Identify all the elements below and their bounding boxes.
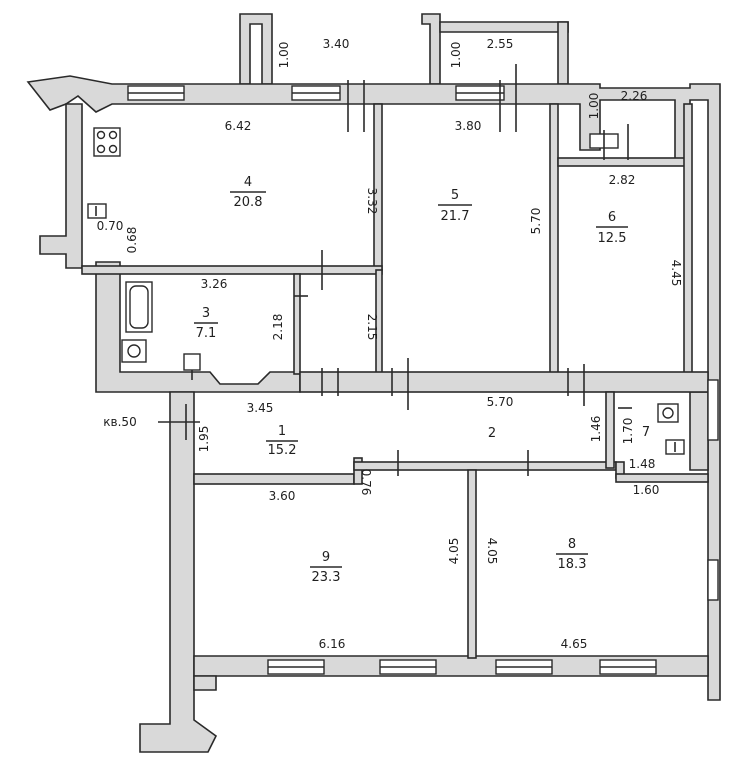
- room-6-label: 6 12.5: [596, 210, 628, 246]
- dim-room7-d: 1.60: [633, 483, 660, 497]
- room-8-label: 8 18.3: [556, 537, 588, 572]
- dim-room7-a: 1.46: [589, 416, 603, 443]
- dim-room9-width: 6.16: [319, 637, 346, 651]
- room-5-label: 5 21.7: [438, 188, 472, 224]
- dim-room7-c: 1.48: [629, 457, 656, 471]
- dim-room4-depth: 3.32: [365, 188, 379, 215]
- room-4-number: 4: [244, 175, 252, 190]
- entrance-label: кв.50: [103, 415, 136, 429]
- washbasin-icon: [121, 339, 147, 363]
- dim-balcony-left-width: 3.40: [323, 37, 350, 51]
- dim-room8-width: 4.65: [561, 637, 588, 651]
- dim-balcony-mid-depth: 1.00: [449, 42, 463, 69]
- room-6-area: 12.5: [598, 231, 627, 246]
- sink-icon: [87, 203, 107, 219]
- stove-icon: [93, 127, 121, 157]
- room-9-label: 9 23.3: [310, 550, 342, 585]
- dim-room6-width: 2.82: [609, 173, 636, 187]
- room-2-number: 2: [488, 426, 496, 441]
- room-4-label: 4 20.8: [230, 175, 266, 210]
- dim-entry-depth: 1.95: [197, 426, 211, 453]
- dim-balcony-left-depth: 1.00: [277, 42, 291, 69]
- dim-corridor-left: 3.45: [247, 401, 274, 415]
- dim-room4-small-a: 0.70: [97, 219, 124, 233]
- room-5-number: 5: [451, 188, 459, 203]
- toilet-icon: [183, 353, 201, 380]
- dim-room9-depth: 4.05: [447, 538, 461, 565]
- room-3-area: 7.1: [196, 326, 217, 341]
- fixtures: [87, 127, 685, 455]
- room-1-number: 1: [278, 424, 286, 439]
- dim-balcony-right-depth: 1.00: [587, 93, 601, 120]
- room-1-area: 15.2: [268, 443, 297, 458]
- room-3-number: 3: [202, 306, 210, 321]
- dim-closet-depth: 2.15: [365, 314, 379, 341]
- room-9-area: 23.3: [312, 570, 341, 585]
- room-7-number: 7: [642, 425, 650, 440]
- dim-room3-depth: 2.18: [271, 314, 285, 341]
- room-5-area: 21.7: [441, 209, 470, 224]
- dim-room5-depth: 5.70: [529, 208, 543, 235]
- room-8-area: 18.3: [558, 557, 587, 572]
- dimension-labels: 1.00 3.40 1.00 2.55 1.00 2.26 6.42 3.32 …: [97, 37, 683, 651]
- room-8-number: 8: [568, 537, 576, 552]
- dim-room3-width: 3.26: [201, 277, 228, 291]
- dim-room5-width: 3.80: [455, 119, 482, 133]
- room-9-number: 9: [322, 550, 330, 565]
- dim-room7-b: 1.70: [621, 418, 635, 445]
- room7-sink-icon: [665, 439, 685, 455]
- room-labels: 4 20.8 5 21.7 6 12.5 3 7.1 1 15.2 2 7 9: [194, 175, 650, 585]
- dim-room4-width: 6.42: [225, 119, 252, 133]
- room-1-label: 1 15.2: [266, 424, 298, 458]
- dim-room4-small-b: 0.68: [125, 227, 139, 254]
- room-3-label: 3 7.1: [194, 306, 218, 341]
- interior-walls: [81, 103, 709, 659]
- dim-balcony-mid-width: 2.55: [487, 37, 514, 51]
- bathtub-icon: [125, 281, 153, 333]
- room-6-number: 6: [608, 210, 616, 225]
- dim-room8-depth: 4.05: [485, 538, 499, 565]
- dim-corridor-right: 5.70: [487, 395, 514, 409]
- windows: [127, 85, 719, 675]
- room-4-area: 20.8: [234, 195, 263, 210]
- room7-toilet-icon: [657, 403, 679, 423]
- dim-room9-width-top: 3.60: [269, 489, 296, 503]
- dim-entry-width: 0.76: [359, 469, 373, 496]
- dim-balcony-right-width: 2.26: [621, 89, 648, 103]
- doors: [158, 64, 632, 476]
- dim-room6-depth: 4.45: [669, 260, 683, 287]
